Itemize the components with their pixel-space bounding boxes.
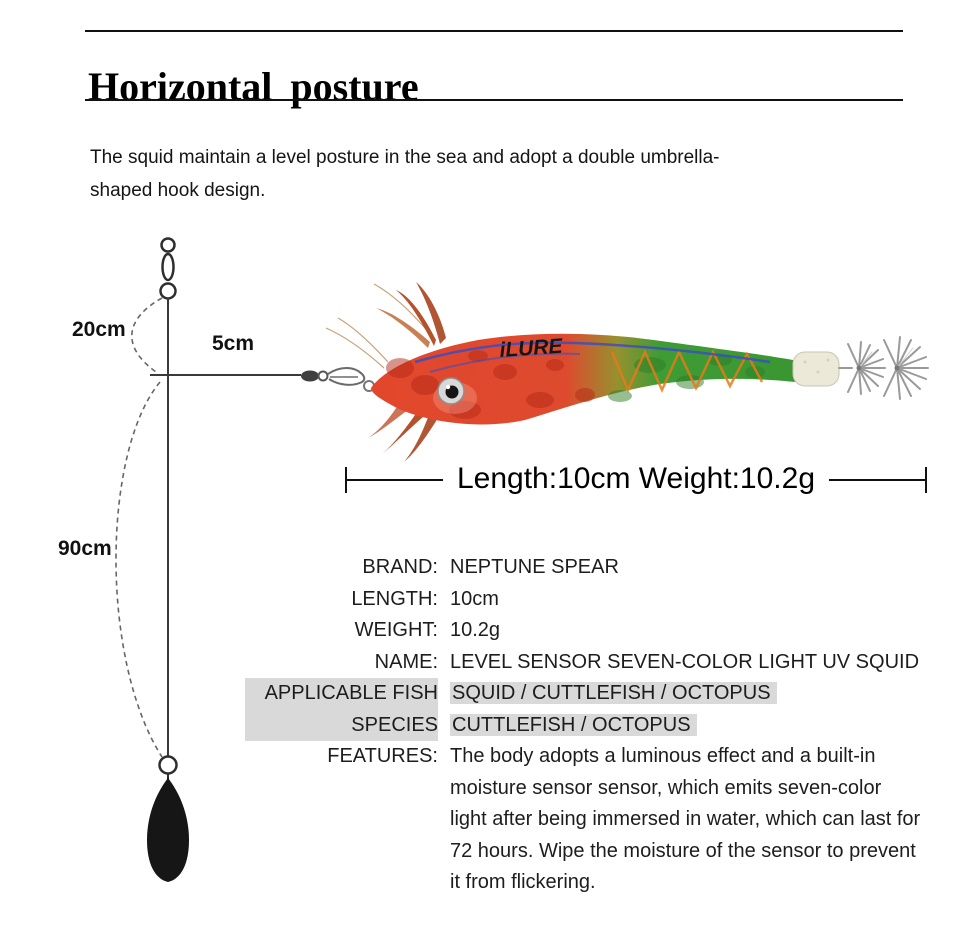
spec-label: FEATURES: [327,745,438,767]
title-rule-bottom [85,99,903,101]
swivel-top-icon [159,237,177,300]
swivel-bottom-icon [158,755,178,780]
spec-row-applicable-fish: APPLICABLE FISH SQUID / CUTTLEFISH / OCT… [245,678,921,710]
spec-row-weight: WEIGHT: 10.2g [245,615,921,647]
spec-label: BRAND: [362,556,438,578]
description-text: The squid maintain a level posture in th… [90,147,720,201]
spec-value: The body adopts a luminous effect and a … [450,745,921,893]
length-5cm-label: 5cm [212,332,255,355]
glow-band [792,351,840,387]
umbrella-hooks-icon [838,336,929,400]
spec-value: 10.2g [450,619,501,641]
dimension-rule-left [347,479,443,481]
arc-20cm [131,297,163,373]
dimension-tick-right [925,467,927,493]
lure-illustration: iLURE [325,282,929,462]
spec-row-length: LENGTH: 10cm [245,584,921,616]
snap-swivel-icon [301,367,375,392]
feather-bottom-icon [368,402,438,462]
spec-label: WEIGHT: [354,619,438,641]
arc-90cm [115,381,163,758]
spec-value: NEPTUNE SPEAR [450,556,619,578]
spec-value: CUTTLEFISH / OCTOPUS [450,710,921,742]
sinker-icon [147,778,189,882]
dimension-label: Length:10cm Weight:10.2g [456,462,816,495]
page-title: Horizontal posture [88,63,419,109]
spec-row-species: SPECIES CUTTLEFISH / OCTOPUS [245,709,921,742]
spec-table: BRAND: NEPTUNE SPEAR LENGTH: 10cm WEIGHT… [245,552,921,899]
length-20cm-label: 20cm [72,318,126,341]
lure-eye-icon [437,377,465,405]
dimension-rule-right [829,479,925,481]
spec-value: 10cm [450,587,499,610]
title-rule-top [85,30,903,32]
spec-row-brand: BRAND: NEPTUNE SPEAR [245,552,921,584]
whisker-filaments [325,283,431,369]
spec-row-features: FEATURES: The body adopts a luminous eff… [245,741,921,899]
lure-brand-text: iLURE [499,335,564,362]
blue-back-stripes [414,341,771,373]
dimension-line: Length:10cm Weight:10.2g [345,452,927,508]
rig-diagram [115,237,375,882]
spec-label: NAME: [374,650,438,673]
zigzag-stripe [610,348,764,394]
spec-label: LENGTH: [351,587,438,610]
spec-row-name: NAME: LEVEL SENSOR SEVEN-COLOR LIGHT UV … [245,647,921,679]
red-mottling [386,350,595,419]
spec-value: SQUID / CUTTLEFISH / OCTOPUS [450,678,921,710]
spec-label: APPLICABLE FISH [245,678,438,710]
dimension-tick-left [345,467,347,493]
spec-label: SPECIES [245,709,438,741]
length-90cm-label: 90cm [58,537,112,560]
feather-top-icon [376,282,446,348]
spec-value: LEVEL SENSOR SEVEN-COLOR LIGHT UV SQUID [450,650,920,673]
